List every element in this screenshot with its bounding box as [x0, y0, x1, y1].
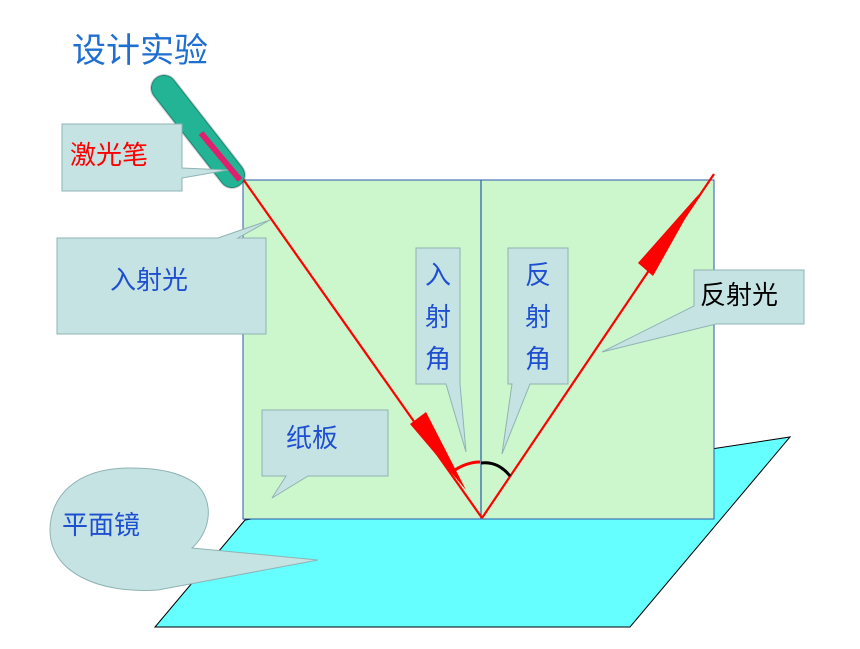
incident-angle-char-1: 入 — [425, 261, 451, 291]
laser-pen-label: 激光笔 — [70, 141, 148, 171]
incident-angle-callout — [415, 247, 467, 453]
reflection-angle-char-1: 反 — [525, 261, 551, 291]
incident-angle-char-3: 角 — [425, 345, 451, 375]
reflection-angle-char-3: 角 — [525, 345, 551, 375]
reflection-angle-arc — [480, 461, 512, 477]
laser-pen — [150, 74, 246, 189]
reflection-angle-char-2: 射 — [525, 303, 551, 333]
reflected-ray-arrow — [638, 194, 699, 276]
reflection-angle-callout — [501, 247, 569, 455]
incident-light-callout — [56, 219, 271, 335]
incident-angle-arc — [451, 460, 481, 474]
incident-angle-char-2: 射 — [425, 303, 451, 333]
paper-board-label: 纸板 — [286, 424, 338, 454]
plane-mirror-callout — [49, 467, 319, 591]
plane-mirror-label: 平面镜 — [62, 511, 140, 541]
title: 设计实验 — [72, 31, 208, 71]
reflected-light-callout — [601, 269, 805, 353]
reflected-light-label: 反射光 — [700, 281, 778, 311]
paper-board-callout — [261, 409, 389, 499]
laser-pen-callout — [61, 123, 229, 192]
laser-pen-stripe — [198, 131, 243, 182]
incident-light-label: 入射光 — [110, 266, 188, 296]
